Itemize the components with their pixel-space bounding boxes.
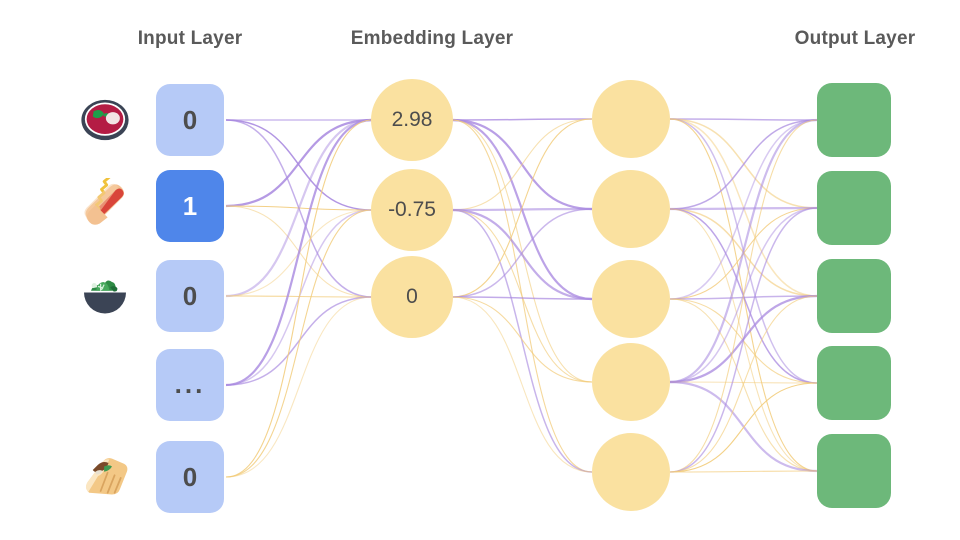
input-node-value: 0 [182, 280, 198, 311]
embedding-node-0[interactable]: 2.98 [371, 79, 453, 161]
hidden-node-1[interactable] [592, 170, 670, 248]
hidden-node-3[interactable] [592, 343, 670, 421]
input-node-2[interactable]: 0 [156, 260, 224, 332]
embedding-node-1[interactable]: -0.75 [371, 169, 453, 251]
output-layer-title: Output Layer [794, 28, 916, 49]
input-node-4[interactable]: 0 [156, 441, 224, 513]
output-node-2[interactable] [817, 259, 891, 333]
input-layer-title: Input Layer [137, 28, 243, 49]
input-node-1[interactable]: 1 [156, 170, 224, 242]
embedding-layer-title: Embedding Layer [350, 28, 514, 49]
output-node-0[interactable] [817, 83, 891, 157]
embedding-node-value: -0.75 [388, 198, 436, 221]
embedding-node-2[interactable]: 0 [371, 256, 453, 338]
input-node-value: ... [174, 369, 206, 400]
input-node-value: 1 [182, 190, 198, 221]
steak-icon [77, 92, 133, 148]
input-node-value: 0 [182, 461, 198, 492]
output-node-1[interactable] [817, 171, 891, 245]
embedding-node-value: 0 [406, 285, 418, 308]
burrito-icon [77, 449, 133, 505]
hidden-node-4[interactable] [592, 433, 670, 511]
input-node-ellipsis[interactable]: ... [156, 349, 224, 421]
hotdog-icon [77, 178, 133, 234]
hidden-node-2[interactable] [592, 260, 670, 338]
input-node-value: 0 [182, 104, 198, 135]
output-node-3[interactable] [817, 346, 891, 420]
salad-icon [77, 268, 133, 324]
input-node-0[interactable]: 0 [156, 84, 224, 156]
embedding-node-value: 2.98 [391, 108, 433, 131]
output-node-4[interactable] [817, 434, 891, 508]
hidden-node-0[interactable] [592, 80, 670, 158]
